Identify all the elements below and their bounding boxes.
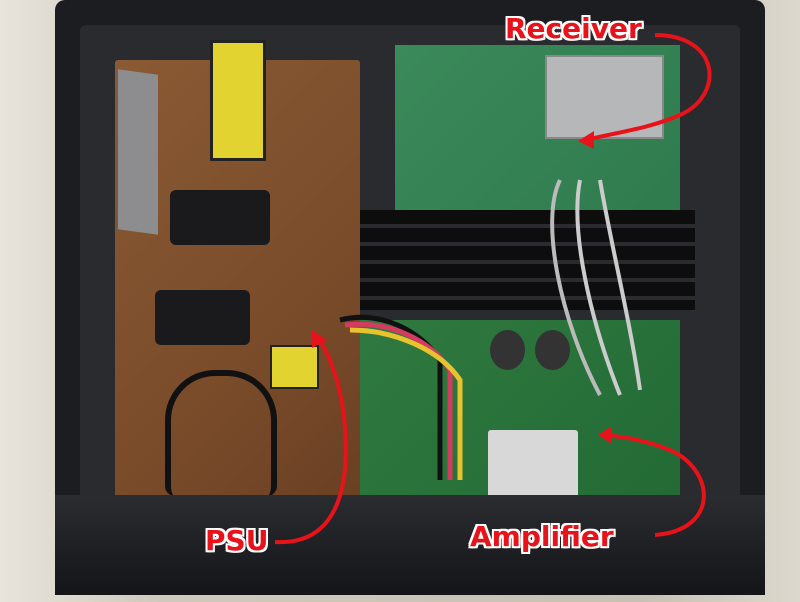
power-cable — [165, 370, 277, 496]
heatsink — [360, 210, 695, 310]
amp-capacitor — [535, 330, 570, 370]
arrow-receiver-head — [578, 131, 594, 149]
amplifier-label: Amplifier — [470, 520, 614, 553]
psu-inductor — [270, 345, 319, 389]
arrow-psu-head — [312, 330, 327, 348]
receiver-label: Receiver — [505, 12, 642, 45]
arrow-amplifier — [604, 433, 706, 537]
psu-capacitor — [155, 290, 250, 345]
arrow-psu — [274, 336, 348, 545]
amp-connector — [488, 430, 578, 500]
front-panel — [55, 495, 765, 595]
arrow-receiver — [584, 33, 712, 142]
arrow-amplifier-head — [598, 426, 612, 444]
amp-capacitor — [490, 330, 525, 370]
psu-label: PSU — [205, 524, 269, 557]
psu-capacitor — [170, 190, 270, 245]
psu-transformer — [210, 40, 266, 161]
